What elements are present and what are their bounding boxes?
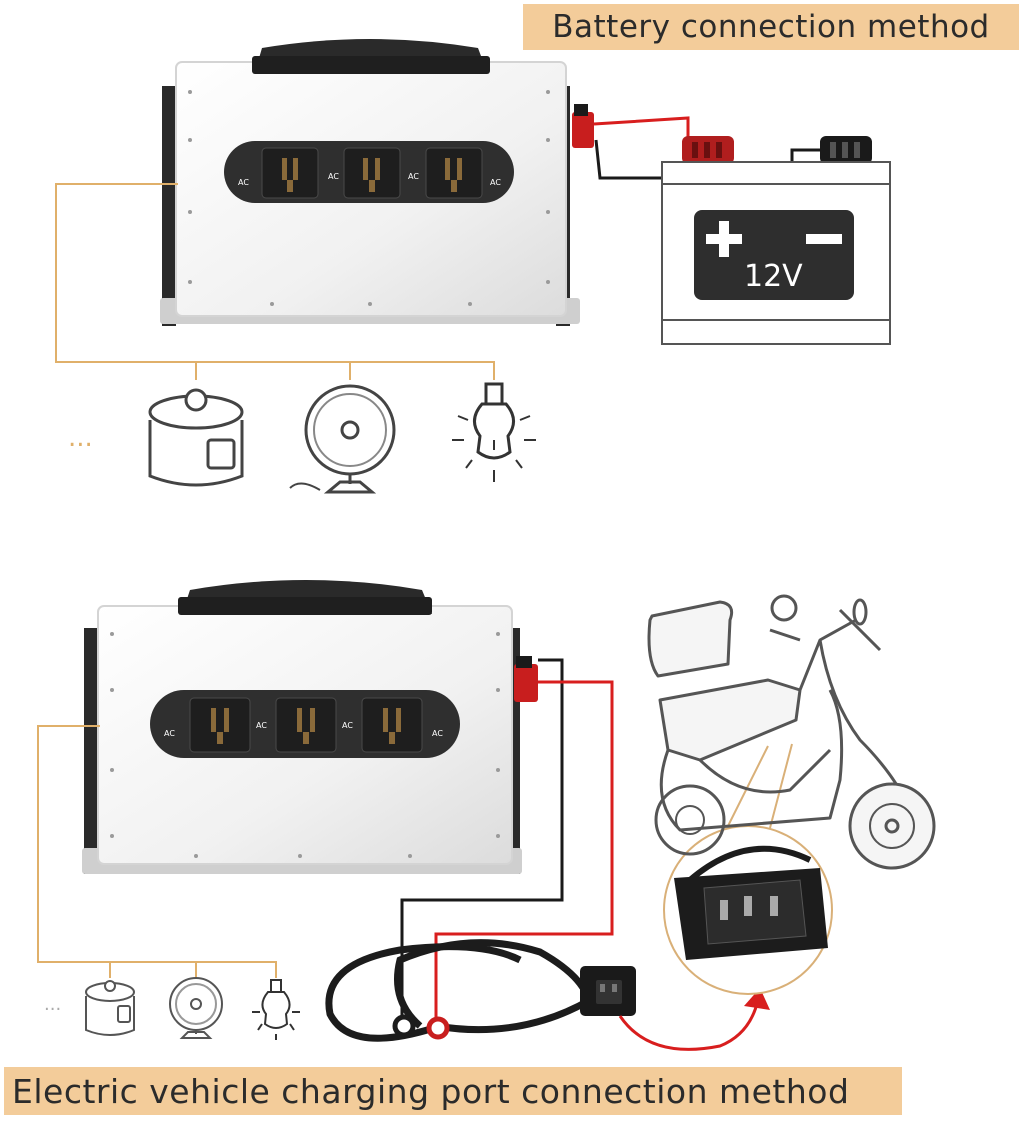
negative-wire-bottom bbox=[400, 658, 564, 1022]
ac-socket-bottom-2 bbox=[275, 697, 337, 753]
ac-label-top-2: AC bbox=[328, 172, 339, 181]
title-battery-connection: Battery connection method bbox=[552, 8, 990, 45]
appliance-wire-bottom bbox=[37, 725, 277, 978]
ellipsis-top: ... bbox=[68, 423, 93, 453]
battery-12v: 12V bbox=[661, 136, 891, 345]
battery-face bbox=[694, 210, 854, 300]
positive-wire-bottom bbox=[434, 680, 614, 1024]
title-banner-ev: Electric vehicle charging port connectio… bbox=[4, 1067, 902, 1115]
ac-socket-top-2 bbox=[343, 147, 401, 199]
ac-label-bottom-4: AC bbox=[432, 729, 443, 738]
ellipsis-bottom: ... bbox=[44, 994, 61, 1015]
iec-plug-connector bbox=[580, 966, 636, 1016]
ac-label-bottom-3: AC bbox=[342, 721, 353, 730]
charging-port-icon bbox=[674, 868, 828, 960]
fan-icon bbox=[289, 384, 396, 494]
title-ev-connection: Electric vehicle charging port connectio… bbox=[12, 1071, 850, 1111]
electric-scooter-icon bbox=[647, 594, 936, 870]
ring-terminal-positive bbox=[426, 1016, 450, 1040]
battery-voltage-label: 12V bbox=[744, 259, 803, 294]
ac-label-bottom-2: AC bbox=[256, 721, 267, 730]
ac-label-top-4: AC bbox=[490, 178, 501, 187]
ac-label-bottom-1: AC bbox=[164, 729, 175, 738]
charging-cable bbox=[325, 939, 594, 1042]
dc-terminal-top bbox=[572, 112, 594, 148]
rice-cooker-icon-small bbox=[85, 980, 135, 1036]
rice-cooker-icon bbox=[148, 388, 244, 487]
ac-label-top-3: AC bbox=[408, 172, 419, 181]
minus-icon bbox=[806, 234, 842, 244]
fan-icon-small bbox=[169, 977, 223, 1039]
ac-socket-bottom-3 bbox=[361, 697, 423, 753]
positive-wire-top bbox=[593, 116, 690, 142]
light-bulb-icon-small bbox=[252, 979, 300, 1040]
ac-socket-bottom-1 bbox=[189, 697, 251, 753]
ac-socket-top-3 bbox=[425, 147, 483, 199]
pointer-arrow bbox=[618, 999, 760, 1051]
inverter-unit-top: AC AC AC AC bbox=[160, 39, 594, 326]
ac-socket-top-1 bbox=[261, 147, 319, 199]
ring-terminal-negative bbox=[392, 1014, 416, 1038]
inverter-unit-bottom: AC AC AC AC bbox=[82, 580, 538, 874]
ac-label-top-1: AC bbox=[238, 178, 249, 187]
light-bulb-icon bbox=[452, 382, 536, 482]
appliance-wire-top bbox=[55, 183, 495, 380]
dc-terminal-bottom bbox=[514, 664, 538, 702]
title-banner-battery: Battery connection method bbox=[523, 4, 1019, 50]
